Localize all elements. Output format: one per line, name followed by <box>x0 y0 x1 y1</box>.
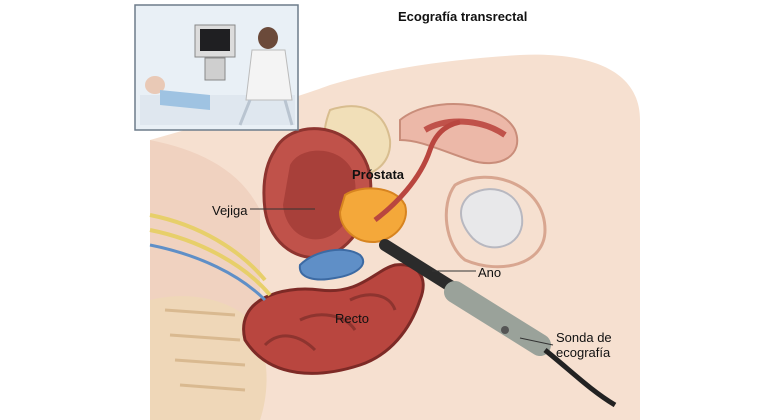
rectum-folds <box>263 293 397 352</box>
label-sonda: Sonda de ecografía <box>556 330 636 360</box>
testis <box>460 188 524 249</box>
prostate <box>338 187 407 244</box>
diagram-title: Ecografía transrectal <box>398 9 528 24</box>
inset-panel <box>134 4 299 131</box>
label-recto: Recto <box>335 311 369 326</box>
bladder-inner <box>283 150 356 240</box>
inset-patient-head <box>145 76 165 94</box>
seminal-vesicles <box>298 248 365 281</box>
label-sonda-line1: Sonda de <box>556 330 612 345</box>
probe-button <box>501 326 509 334</box>
nerves <box>149 213 272 297</box>
probe-body <box>444 281 551 356</box>
inset-physician-head <box>258 27 278 49</box>
label-sonda-line2: ecografía <box>556 345 611 360</box>
inset-physician-coat <box>245 49 293 101</box>
leader-sonda <box>519 337 554 346</box>
label-prostata: Próstata <box>352 167 405 182</box>
vessels <box>149 243 267 302</box>
probe-cable <box>543 348 617 408</box>
scrotum <box>444 175 547 269</box>
inset-patient-body <box>160 90 210 110</box>
sacrum-segments <box>164 308 246 392</box>
urethra <box>423 118 507 138</box>
label-ano: Ano <box>478 265 502 280</box>
urethra-path <box>373 119 461 222</box>
label-vejiga: Vejiga <box>212 203 248 218</box>
